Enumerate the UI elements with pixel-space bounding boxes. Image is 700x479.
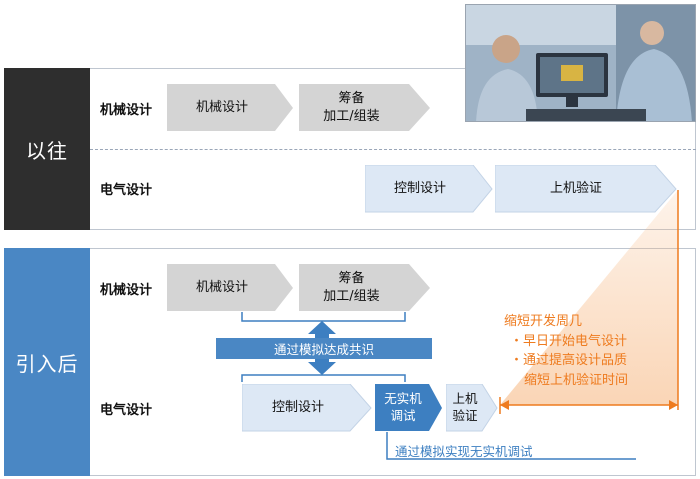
after-elec-step-1: 控制设计 [242,384,372,432]
before-elec-step-2: 上机验证 [495,165,677,213]
after-mech-step-1: 机械设计 [167,264,294,312]
step-label: 上机验证 [549,181,602,197]
chevron-shape [167,264,293,311]
engineers-at-computer-photo-icon [466,5,695,121]
step-label: 上机 验证 [452,391,478,423]
benefits-title: 缩短开发周几 [504,314,583,329]
after-section-label-text: 引入后 [15,351,79,376]
before-elec-step-1: 控制设计 [365,165,493,213]
benefits-item-3: 缩短上机验证时间 [524,372,629,388]
after-elec-row-label: 电气设计 [100,403,153,418]
before-section-label-text: 以往 [26,138,68,163]
engineers-photo [465,4,696,122]
before-elec-row-label: 电气设计 [100,183,153,198]
step-label: 筹备 加工/组装 [323,271,380,304]
step-label: 机械设计 [195,280,248,296]
before-section-label: 以往 [4,68,90,230]
step-label: 控制设计 [393,181,446,197]
chevron-shape [242,384,372,432]
step-label: 机械设计 [195,100,248,116]
after-elec-step-2: 无实机 调试 [375,384,443,432]
chevron-shape [299,84,430,131]
after-elec-step-3: 上机 验证 [446,384,498,432]
before-mech-step-1: 机械设计 [167,84,294,132]
before-mech-row-label: 机械设计 [100,103,153,118]
benefits-item-2: ・通过提高设计品质 [510,353,628,368]
before-mech-step-2: 筹备 加工/组装 [299,84,431,132]
chevron-shape [299,264,430,311]
after-section-label: 引入后 [4,248,90,476]
after-mech-step-2: 筹备 加工/组装 [299,264,431,312]
consensus-bar: 通过模拟达成共识 [216,338,432,359]
before-row-divider [90,149,696,150]
chevron-shape [365,165,493,213]
sim-note-text: 通过模拟实现无实机调试 [395,444,533,459]
chevron-shape [375,384,442,431]
chevron-shape [167,84,293,131]
after-mech-row-label: 机械设计 [100,283,153,298]
benefits-block: 缩短开发周几 ・早日开始电气设计 ・通过提高设计品质 缩短上机验证时间 [504,312,628,390]
step-label: 无实机 调试 [384,391,422,423]
chevron-shape [446,384,498,432]
benefits-item-1: ・早日开始电气设计 [510,333,628,349]
step-label: 筹备 加工/组装 [323,91,380,124]
step-label: 控制设计 [271,400,324,416]
after-panel [90,248,696,476]
consensus-bar-label: 通过模拟达成共识 [273,342,374,357]
